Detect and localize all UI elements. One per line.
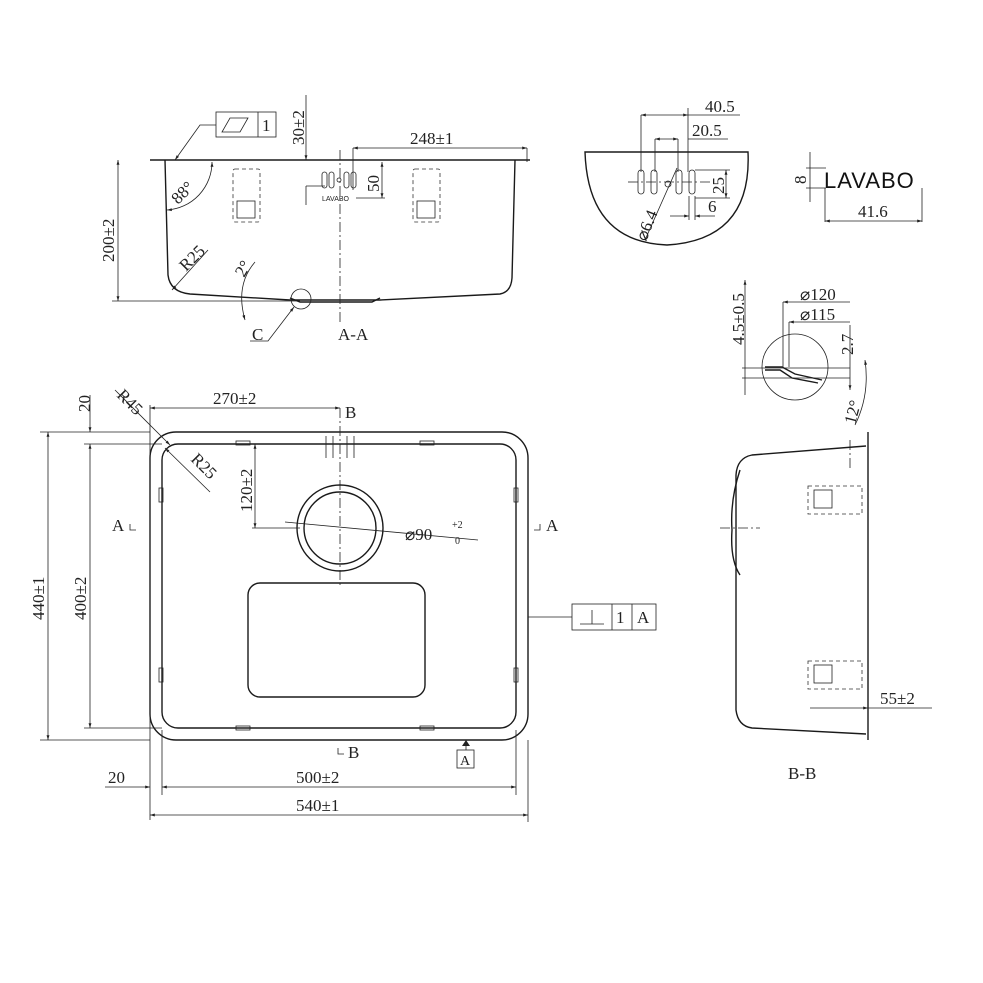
flatness-icon bbox=[221, 117, 249, 133]
clips-plan bbox=[158, 440, 519, 731]
dim-540: 540±1 bbox=[296, 796, 339, 815]
perp-tolerance: 1 bbox=[616, 608, 625, 627]
detail-c: 4.5±0.5 ⌀120 ⌀115 2.7 12° bbox=[729, 280, 868, 426]
perp-datum: A bbox=[637, 608, 650, 627]
section-label-b-b: B-B bbox=[788, 764, 816, 783]
dim-phi-120: ⌀120 bbox=[800, 285, 836, 304]
lavabo-logo: LAVABO bbox=[824, 168, 915, 193]
radius-r45: R45 bbox=[113, 385, 146, 418]
dim-500: 500±2 bbox=[296, 768, 339, 787]
sink-bowl-inner bbox=[161, 443, 517, 729]
dim-25: 25 bbox=[709, 177, 728, 194]
dim-20-bottom: 20 bbox=[108, 768, 125, 787]
section-b-top: B bbox=[345, 403, 356, 422]
dim-120: 120±2 bbox=[237, 469, 256, 512]
section-b-b: 55±2 B-B bbox=[720, 432, 932, 783]
dim-440: 440±1 bbox=[29, 577, 48, 620]
bowl-profile bbox=[164, 159, 516, 301]
datum-label: A bbox=[460, 754, 471, 769]
dim-55: 55±2 bbox=[880, 689, 915, 708]
datum-box bbox=[456, 749, 475, 769]
drain-tol-lower: 0 bbox=[455, 536, 460, 547]
dim-phi-115: ⌀115 bbox=[800, 305, 835, 324]
dim-270: 270±2 bbox=[213, 389, 256, 408]
section-a-a: LAVABO 1 200±2 30±2 248±1 50 88° R bbox=[99, 95, 530, 344]
dim-20-top: 20 bbox=[75, 395, 94, 412]
detail-c-label: C bbox=[252, 325, 263, 344]
flatness-value: 1 bbox=[262, 116, 271, 135]
dim-400: 400±2 bbox=[71, 577, 90, 620]
overflow-plate bbox=[584, 151, 749, 246]
angle-88: 88° bbox=[167, 178, 197, 208]
plan-view: 270±2 B 20 440±1 400±2 R45 R25 120±2 ⌀90… bbox=[29, 385, 657, 822]
logo-height: 8 bbox=[791, 176, 810, 185]
angle-2: 2° bbox=[231, 257, 255, 280]
drain-tol-upper: +2 bbox=[452, 520, 463, 531]
dim-50: 50 bbox=[364, 175, 383, 192]
flatness-tolerance-frame: 1 bbox=[174, 111, 277, 161]
dim-40-5: 40.5 bbox=[705, 97, 735, 116]
perpendicular-icon bbox=[580, 610, 604, 625]
section-a-right: A bbox=[546, 516, 559, 535]
dim-height: 200±2 bbox=[99, 219, 118, 262]
section-b-bottom: B bbox=[348, 743, 359, 762]
dim-30: 30±2 bbox=[289, 110, 308, 145]
dim-thickness: 4.5±0.5 bbox=[729, 293, 748, 345]
radius-r25: R25 bbox=[175, 241, 208, 274]
mounting-clips bbox=[232, 168, 441, 223]
perpendicularity-frame: 1 A bbox=[528, 603, 657, 631]
logo-small: LAVABO bbox=[322, 196, 350, 203]
dim-2-7: 2.7 bbox=[838, 333, 857, 355]
side-profile bbox=[735, 432, 869, 740]
drain-diameter: ⌀90 bbox=[405, 525, 432, 544]
logo-width: 41.6 bbox=[858, 202, 888, 221]
dim-20-5: 20.5 bbox=[692, 121, 722, 140]
dim-248: 248±1 bbox=[410, 129, 453, 148]
overflow-detail: 40.5 20.5 25 6 ⌀6.4 LAVABO 8 41.6 bbox=[584, 97, 923, 246]
detail-c-circle bbox=[290, 288, 312, 310]
drain-inner bbox=[303, 491, 377, 565]
section-label-a-a: A-A bbox=[338, 325, 369, 344]
radius-r25-plan: R25 bbox=[187, 449, 220, 482]
section-a-left: A bbox=[112, 516, 125, 535]
dim-6: 6 bbox=[708, 197, 717, 216]
angle-12: 12° bbox=[841, 398, 866, 426]
overflow-slots bbox=[321, 171, 357, 189]
detail-circle bbox=[761, 333, 829, 401]
bottom-grid-outline bbox=[247, 582, 426, 698]
drain-recess bbox=[289, 297, 381, 303]
